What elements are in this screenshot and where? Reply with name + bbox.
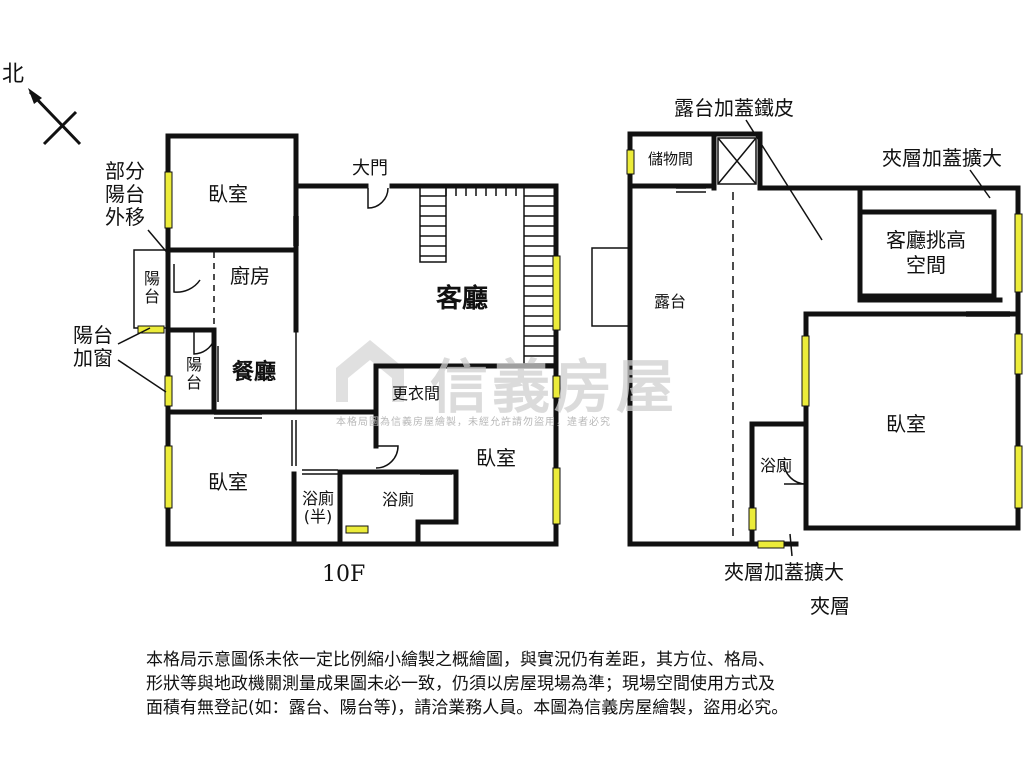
annotation-mezz-ext-top: 夾層加蓋擴大 [882, 146, 1002, 170]
room-balcony-outer: 陽台 [143, 269, 160, 307]
room-mezz-bedroom: 臥室 [886, 412, 926, 436]
room-dressing: 更衣間 [392, 384, 441, 403]
disclaimer-line: 本格局示意圖係未依一定比例縮小繪製之概繪圖，與實況仍有差距，其方位、格局、 [146, 650, 775, 670]
north-arrow-head-icon [28, 88, 42, 104]
room-bedroom-top-left: 臥室 [208, 182, 248, 206]
room-bath: 浴廁 [382, 490, 415, 509]
room-storage: 儲物間 [648, 150, 694, 168]
annotation-mezz-ext-bottom: 夾層加蓋擴大 [724, 560, 844, 584]
annotation-terrace-roof: 露台加蓋鐵皮 [674, 96, 794, 120]
room-dining: 餐廳 [232, 360, 277, 385]
room-kitchen: 廚房 [230, 264, 270, 288]
annotation-balcony-window: 陽台加窗 [73, 323, 113, 370]
watermark-logo [336, 340, 404, 402]
room-bath-half: 浴廁(半) [301, 489, 334, 527]
floor-label-10f: 10F [322, 562, 366, 587]
watermark-notice: 本格局圖為信義房屋繪製，未經允許請勿盜用，違者必究 [336, 417, 611, 428]
room-bedroom-bottom-left: 臥室 [208, 470, 248, 494]
room-balcony-inner: 陽台 [185, 355, 202, 393]
disclaimer-line: 面積有無登記(如：露台、陽台等)，請洽業務人員。本圖為信義房屋繪製，盜用必究。 [146, 698, 789, 718]
room-living: 客廳 [436, 284, 489, 314]
room-mezz-bath: 浴廁 [760, 456, 793, 475]
room-terrace: 露台 [654, 292, 687, 311]
disclaimer-line: 形狀等與地政機關測量成果圖未必一致，仍須以房屋現場為準；現場空間使用方式及 [146, 674, 775, 694]
label-entrance: 大門 [352, 158, 388, 179]
watermark-brand: 信義房屋 [430, 353, 679, 421]
annotation-balcony-moved: 部分陽台外移 [105, 159, 145, 229]
room-double-height: 客廳挑高空間 [886, 228, 966, 277]
north-label: 北 [2, 62, 25, 87]
room-bedroom-right: 臥室 [476, 446, 516, 470]
floor-label-mezzanine: 夾層 [810, 594, 850, 618]
disclaimer-text: 本格局示意圖係未依一定比例縮小繪製之概繪圖，與實況仍有差距，其方位、格局、 形狀… [146, 648, 886, 720]
windows [137, 149, 1023, 549]
